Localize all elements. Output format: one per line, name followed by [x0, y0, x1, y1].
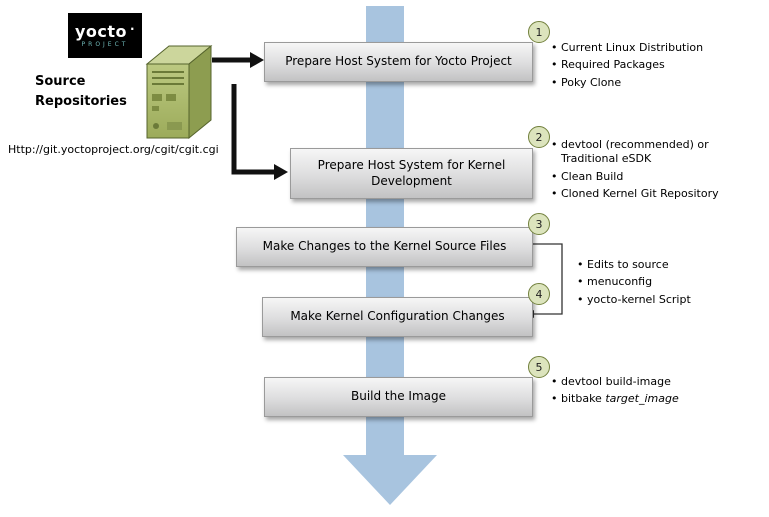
step-number-1: 1 [528, 21, 550, 43]
note-item: Poky Clone [550, 76, 755, 91]
source-repositories-label: Source Repositories [35, 74, 127, 110]
note-item: menuconfig [576, 275, 741, 290]
step-number-4: 4 [528, 283, 550, 305]
note-item: Edits to source [576, 258, 741, 273]
source-repositories-url: Http://git.yoctoproject.org/cgit/cgit.cg… [8, 143, 219, 156]
step1-notes: Current Linux Distribution Required Pack… [550, 41, 755, 93]
yocto-logo: yocto· PROJECT [68, 13, 142, 58]
step-box-make-config-changes: Make Kernel Configuration Changes [262, 297, 533, 337]
note-item: Required Packages [550, 58, 755, 73]
note-text: bitbake [561, 392, 606, 406]
note-item: Cloned Kernel Git Repository [550, 187, 750, 202]
step-box-prepare-host-kernel: Prepare Host System for Kernel Developme… [290, 148, 533, 199]
step-number-5: 5 [528, 356, 550, 378]
logo-subtext: PROJECT [81, 41, 129, 49]
step-number-3: 3 [528, 213, 550, 235]
flow-arrow-head-icon [343, 455, 437, 505]
step-box-build-image: Build the Image [264, 377, 533, 417]
note-item: yocto-kernel Script [576, 293, 741, 308]
note-item: devtool build-image [550, 375, 755, 390]
step-number-2: 2 [528, 126, 550, 148]
step-box-prepare-host-yocto: Prepare Host System for Yocto Project [264, 42, 533, 82]
logo-text: yocto [74, 21, 127, 41]
note-item: Current Linux Distribution [550, 41, 755, 56]
note-text-italic: target_image [605, 392, 679, 406]
logo-dot: · [129, 21, 136, 36]
source-server-icon [137, 38, 219, 148]
steps3-4-notes: Edits to source menuconfig yocto-kernel … [576, 258, 741, 310]
step-box-make-source-changes: Make Changes to the Kernel Source Files [236, 227, 533, 267]
step5-notes: devtool build-image bitbake target_image [550, 375, 755, 410]
note-item: Clean Build [550, 170, 750, 185]
yocto-logo-wordmark: yocto· [74, 21, 136, 41]
note-item: devtool (recommended) or Traditional eSD… [550, 138, 750, 167]
note-item: bitbake target_image [550, 392, 755, 407]
step2-notes: devtool (recommended) or Traditional eSD… [550, 138, 750, 204]
